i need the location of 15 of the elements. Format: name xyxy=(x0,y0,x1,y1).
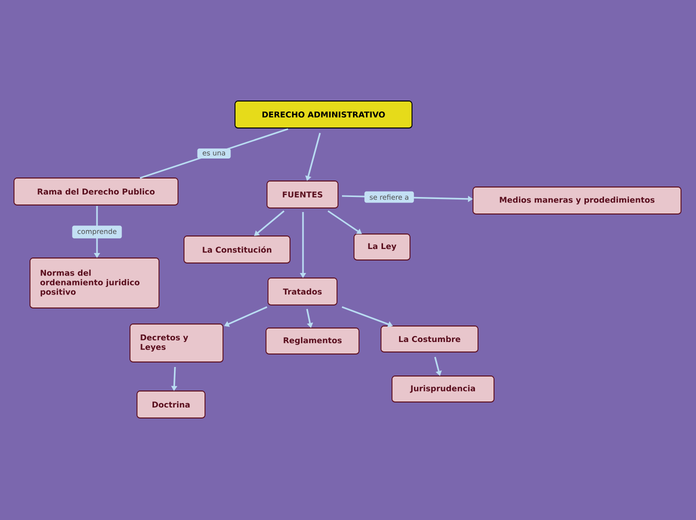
concept-box: Jurisprudencia xyxy=(392,376,494,402)
concept-box: La Ley xyxy=(354,234,410,260)
concept-box: La Costumbre xyxy=(380,326,478,352)
arrow xyxy=(328,210,362,234)
concept-box: Medios maneras y prodedimientos xyxy=(472,186,682,214)
concept-box: Doctrina xyxy=(136,390,206,418)
concept-box: La Constitución xyxy=(184,236,290,264)
arrow xyxy=(254,210,285,236)
concept-box: Decretos y Leyes xyxy=(130,324,224,362)
concept-box: FUENTES xyxy=(266,180,338,208)
concept-box: Rama del Derecho Publico xyxy=(14,178,178,206)
title-box: DERECHO ADMINISTRATIVO xyxy=(234,100,412,128)
concept-box: Tratados xyxy=(268,278,338,306)
concept-box: Normas del ordenamiento juridico positivo xyxy=(30,258,160,308)
concept-box: Reglamentos xyxy=(266,328,360,354)
